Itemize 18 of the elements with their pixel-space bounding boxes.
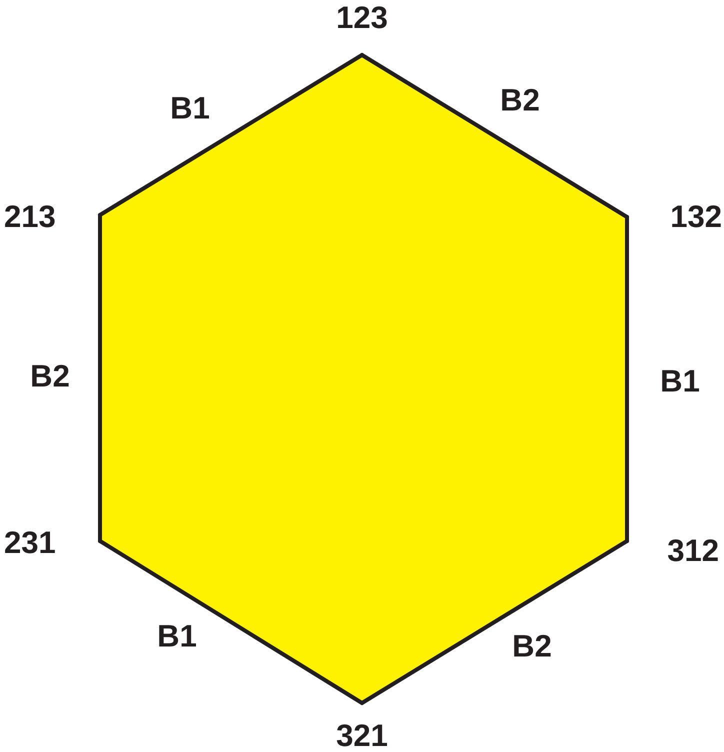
vertex-label: 132 <box>627 198 722 234</box>
edge-label: B1 <box>157 620 197 652</box>
hexagon-side <box>625 215 629 543</box>
edge-label: B2 <box>30 360 70 392</box>
hexagon-side <box>360 539 629 705</box>
edge-label: B1 <box>660 366 700 396</box>
vertex-label: 231 <box>4 524 100 560</box>
hexagon-side <box>98 539 364 705</box>
edge-label: B1 <box>170 92 210 124</box>
vertex-label: 312 <box>627 532 719 568</box>
edge-label: B2 <box>500 84 540 116</box>
hexagon-side <box>360 53 629 219</box>
hexagon-side <box>98 53 364 217</box>
vertex-label: 321 <box>322 703 402 751</box>
vertex-label: 123 <box>322 0 402 55</box>
hexagon-side <box>98 213 102 543</box>
edge-label: B2 <box>512 630 552 662</box>
vertex-label: 213 <box>4 198 100 234</box>
